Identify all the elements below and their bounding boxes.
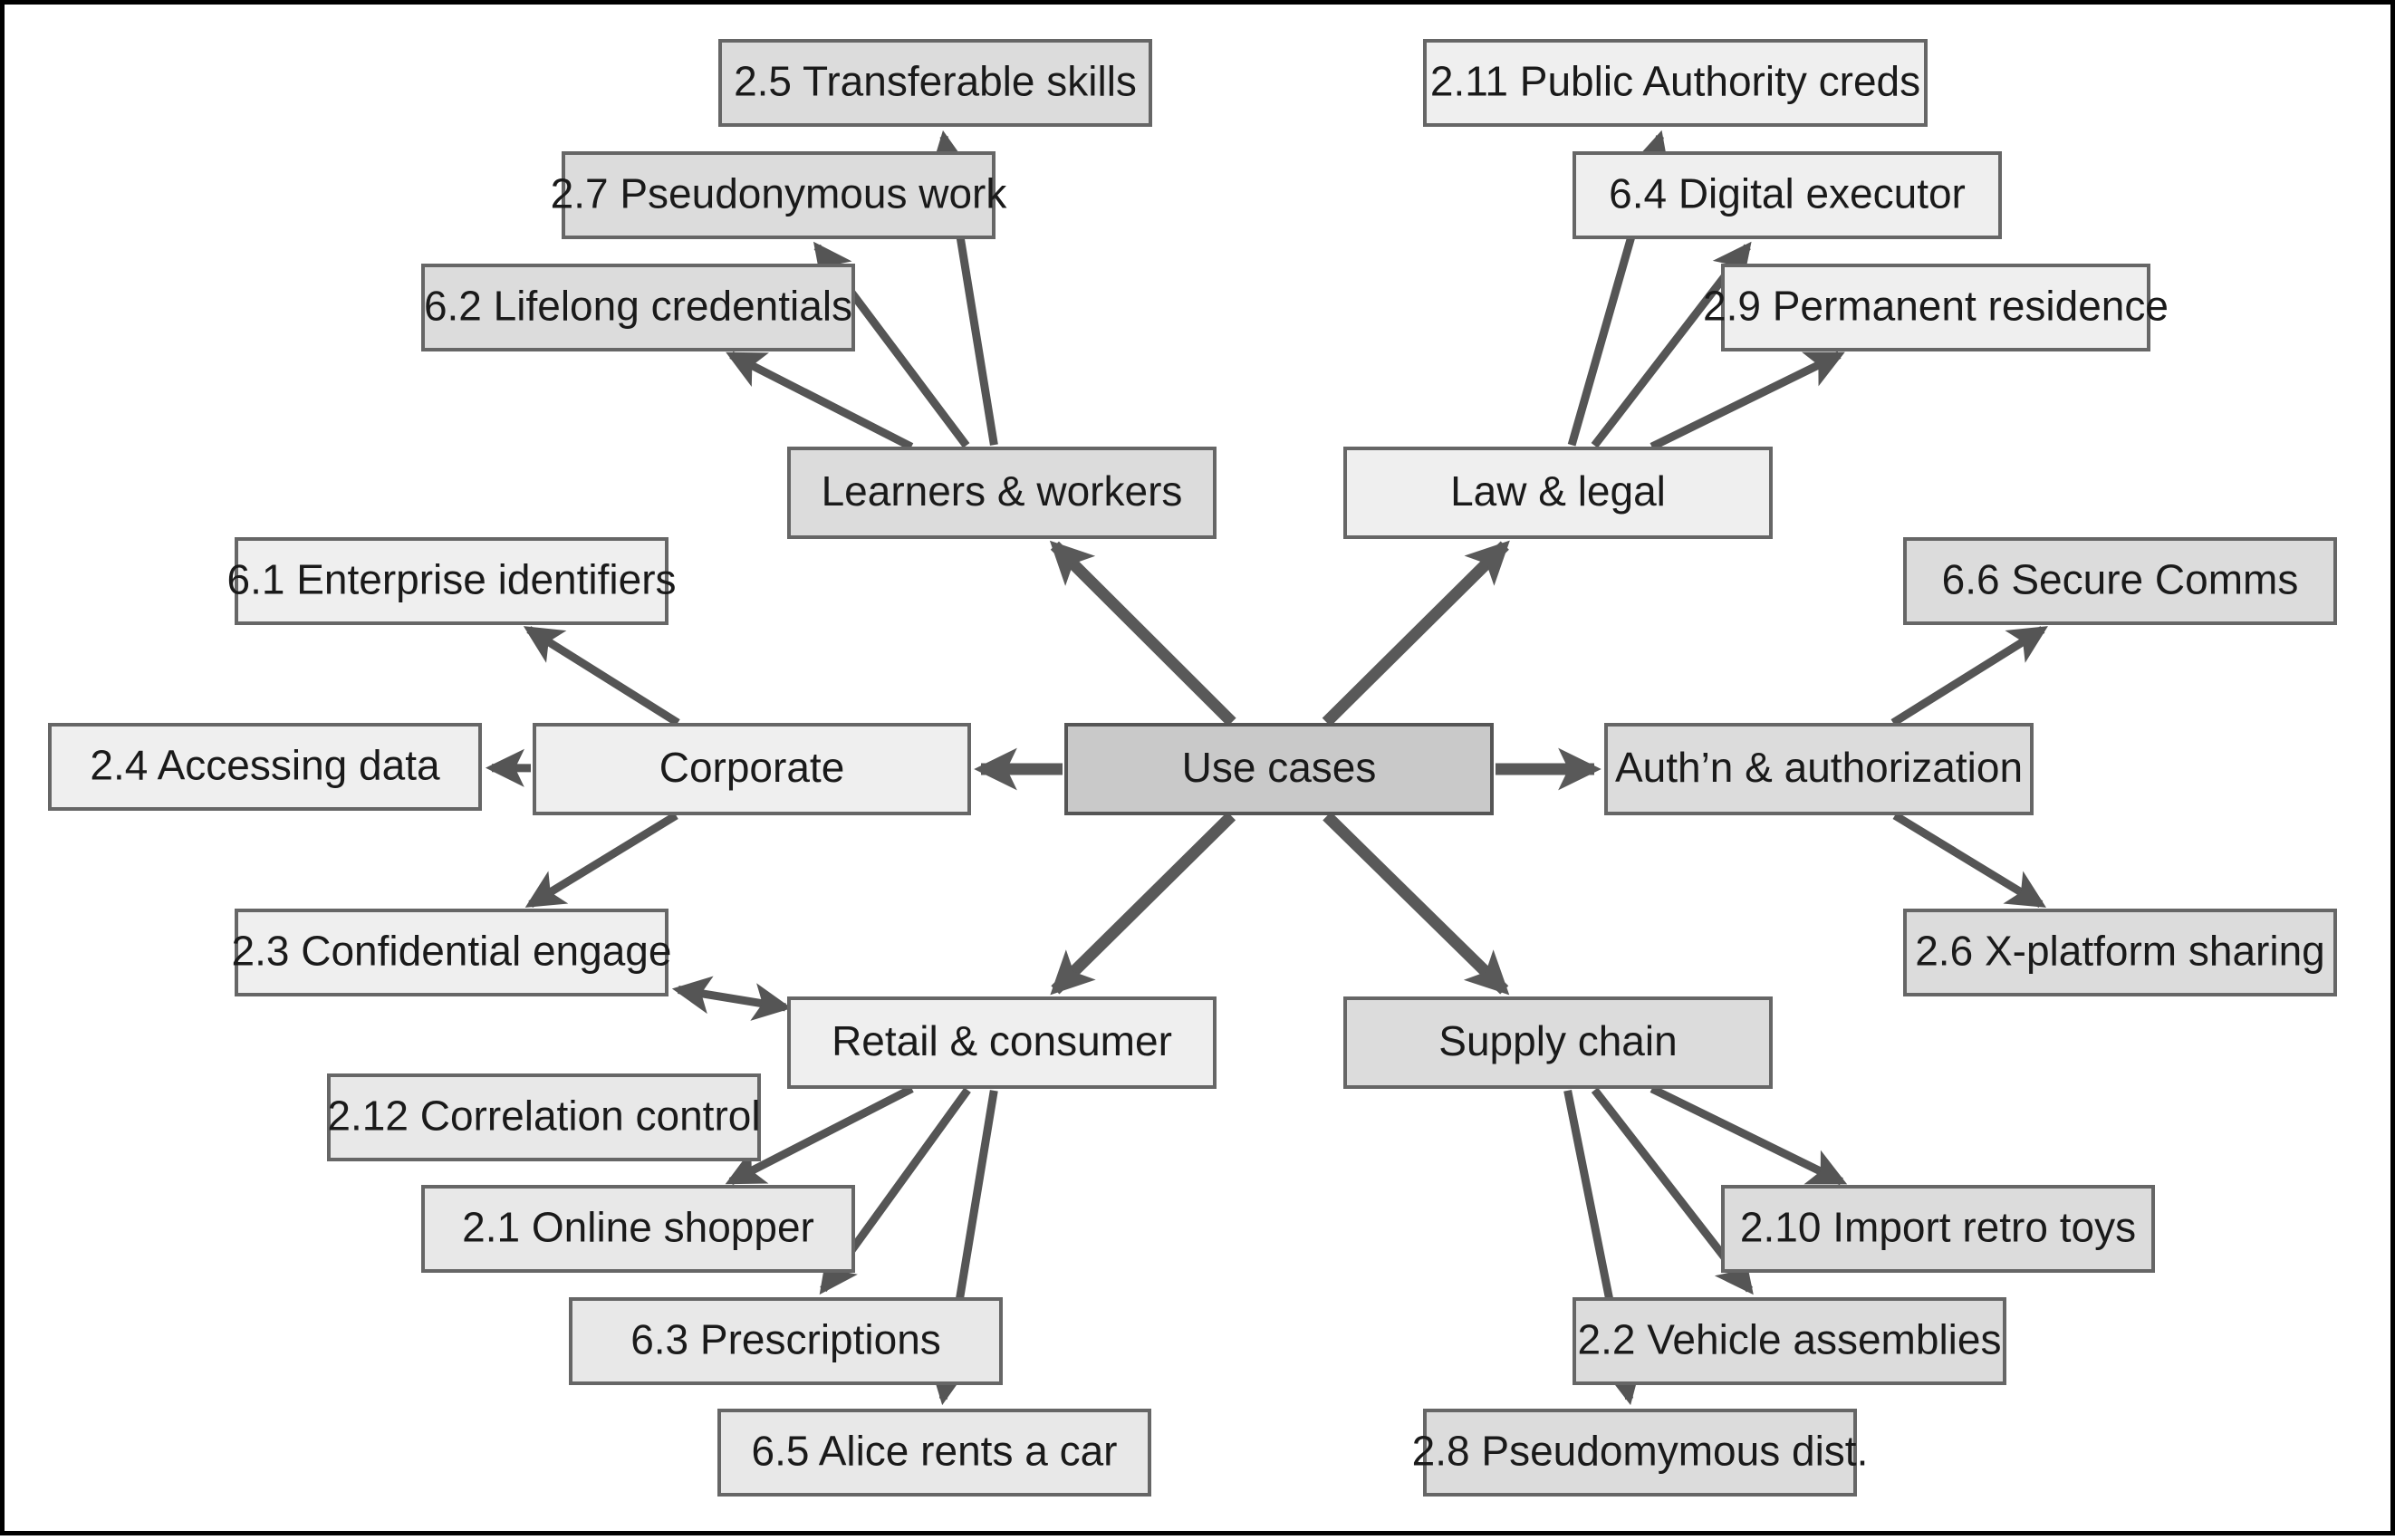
node-label-uc-2-9: 2.9 Permanent residence: [1703, 283, 2169, 330]
node-uc-2-9[interactable]: 2.9 Permanent residence: [1703, 265, 2169, 350]
edge-use-cases-to-retail-consumer: [1055, 816, 1232, 990]
diagram-canvas: 2.5 Transferable skills 2.7 Pseudonymous …: [5, 5, 2395, 1540]
node-label-law-legal: Law & legal: [1450, 467, 1666, 515]
edge-use-cases-to-law-legal: [1326, 545, 1505, 722]
edge-use-cases-to-learners-workers: [1054, 545, 1232, 722]
node-label-uc-6-2: 6.2 Lifelong credentials: [424, 283, 852, 330]
node-label-uc-2-12: 2.12 Correlation control: [327, 1092, 760, 1140]
node-label-learners-workers: Learners & workers: [822, 467, 1183, 515]
node-uc-2-8[interactable]: 2.8 Pseudomymous dist.: [1412, 1410, 1869, 1495]
node-learners-workers[interactable]: Learners & workers: [789, 448, 1215, 537]
node-uc-2-6[interactable]: 2.6 X-platform sharing: [1905, 910, 2335, 995]
node-uc-2-3[interactable]: 2.3 Confidential engage: [232, 910, 672, 995]
node-label-corporate: Corporate: [659, 744, 845, 791]
edge-law-legal-to-uc-2-9: [1652, 355, 1840, 448]
edge-corporate-to-uc-6-1: [529, 630, 678, 723]
node-uc-6-6[interactable]: 6.6 Secure Comms: [1905, 539, 2335, 623]
node-use-cases[interactable]: Use cases: [1066, 725, 1492, 813]
node-label-uc-2-1: 2.1 Online shopper: [462, 1204, 814, 1251]
nodes-layer: 2.5 Transferable skills 2.7 Pseudonymous …: [50, 41, 2335, 1495]
node-label-authn-authz: Auth’n & authorization: [1615, 744, 2023, 791]
node-uc-2-7[interactable]: 2.7 Pseudonymous work: [551, 153, 1008, 237]
edge-learners-workers-to-uc-6-2: [731, 355, 911, 447]
node-uc-2-1[interactable]: 2.1 Online shopper: [423, 1187, 853, 1271]
node-uc-6-4[interactable]: 6.4 Digital executor: [1574, 153, 2000, 237]
node-corporate[interactable]: Corporate: [534, 725, 969, 813]
node-label-uc-6-3: 6.3 Prescriptions: [630, 1316, 941, 1363]
node-label-uc-2-5: 2.5 Transferable skills: [734, 58, 1137, 105]
node-label-uc-2-3: 2.3 Confidential engage: [232, 928, 672, 975]
node-label-uc-6-4: 6.4 Digital executor: [1609, 170, 1966, 217]
node-label-uc-6-5: 6.5 Alice rents a car: [752, 1428, 1118, 1475]
node-law-legal[interactable]: Law & legal: [1345, 448, 1771, 537]
edge-authn-authz-to-uc-6-6: [1893, 630, 2043, 723]
node-label-retail-consumer: Retail & consumer: [832, 1017, 1172, 1064]
node-uc-2-10[interactable]: 2.10 Import retro toys: [1723, 1187, 2153, 1271]
node-label-uc-6-1: 6.1 Enterprise identifiers: [226, 556, 676, 603]
node-label-uc-2-7: 2.7 Pseudonymous work: [551, 170, 1008, 217]
node-label-uc-2-4: 2.4 Accessing data: [90, 742, 440, 789]
node-label-uc-6-6: 6.6 Secure Comms: [1942, 556, 2299, 603]
node-uc-2-12[interactable]: 2.12 Correlation control: [327, 1075, 760, 1160]
edge-retail-consumer-to-uc-2-3: [678, 990, 785, 1007]
node-uc-6-2[interactable]: 6.2 Lifelong credentials: [423, 265, 853, 350]
node-uc-6-5[interactable]: 6.5 Alice rents a car: [719, 1410, 1149, 1495]
node-label-uc-2-6: 2.6 X-platform sharing: [1915, 928, 2325, 975]
node-authn-authz[interactable]: Auth’n & authorization: [1606, 725, 2032, 813]
node-label-supply-chain: Supply chain: [1438, 1017, 1677, 1064]
node-uc-2-11[interactable]: 2.11 Public Authority creds: [1425, 41, 1926, 125]
edge-supply-chain-to-uc-2-10: [1652, 1089, 1842, 1182]
node-uc-6-3[interactable]: 6.3 Prescriptions: [571, 1299, 1001, 1383]
node-uc-2-2[interactable]: 2.2 Vehicle assemblies: [1574, 1299, 2005, 1383]
node-uc-6-1[interactable]: 6.1 Enterprise identifiers: [226, 539, 676, 623]
node-uc-2-4[interactable]: 2.4 Accessing data: [50, 725, 480, 809]
node-label-uc-2-11: 2.11 Public Authority creds: [1430, 58, 1920, 105]
node-label-uc-2-2: 2.2 Vehicle assemblies: [1578, 1316, 2002, 1363]
node-retail-consumer[interactable]: Retail & consumer: [789, 998, 1215, 1087]
node-label-use-cases: Use cases: [1182, 744, 1377, 791]
node-label-uc-2-10: 2.10 Import retro toys: [1740, 1204, 2136, 1251]
node-label-uc-2-8: 2.8 Pseudomymous dist.: [1412, 1428, 1869, 1475]
edge-authn-authz-to-uc-2-6: [1895, 815, 2041, 904]
node-supply-chain[interactable]: Supply chain: [1345, 998, 1771, 1087]
node-uc-2-5[interactable]: 2.5 Transferable skills: [720, 41, 1150, 125]
edge-corporate-to-uc-2-3: [531, 815, 677, 904]
edge-use-cases-to-supply-chain: [1327, 816, 1505, 990]
